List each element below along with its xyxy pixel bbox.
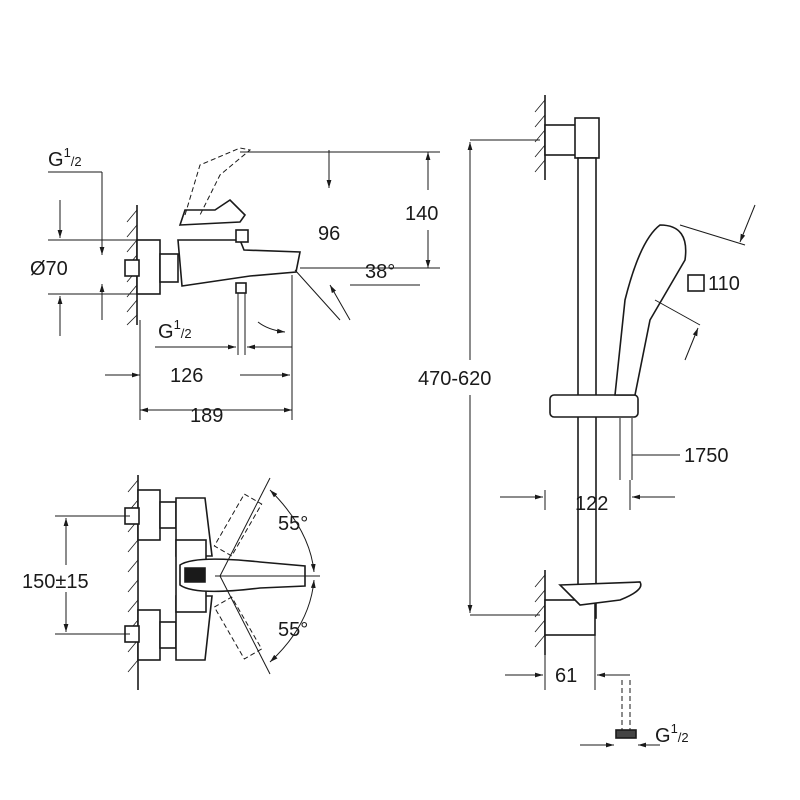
thread-label-top: G1/2 <box>48 145 82 171</box>
diameter-label: Ø70 <box>30 258 68 280</box>
angle-55-top-label: 55° <box>278 513 308 535</box>
width-61-label: 61 <box>555 665 577 687</box>
mixer-side-view <box>48 147 440 420</box>
height-140-label: 140 <box>405 203 438 225</box>
rail-height-label: 470-620 <box>418 368 491 390</box>
head-size-label: 110 <box>708 273 740 295</box>
mixer-top-view <box>55 475 320 690</box>
offset-96-label: 96 <box>318 223 340 245</box>
width-126-label: 126 <box>170 365 203 387</box>
width-122-label: 122 <box>575 493 608 515</box>
hose-length-label: 1750 <box>684 445 729 467</box>
angle-55-bottom-label: 55° <box>278 619 308 641</box>
thread-label-bottom: G1/2 <box>158 317 192 343</box>
shower-rail-view <box>467 95 756 748</box>
angle-38-label: 38° <box>365 261 395 283</box>
width-189-label: 189 <box>190 405 223 427</box>
spacing-label: 150±15 <box>22 571 89 593</box>
thread-label-hose: G1/2 <box>655 721 689 747</box>
